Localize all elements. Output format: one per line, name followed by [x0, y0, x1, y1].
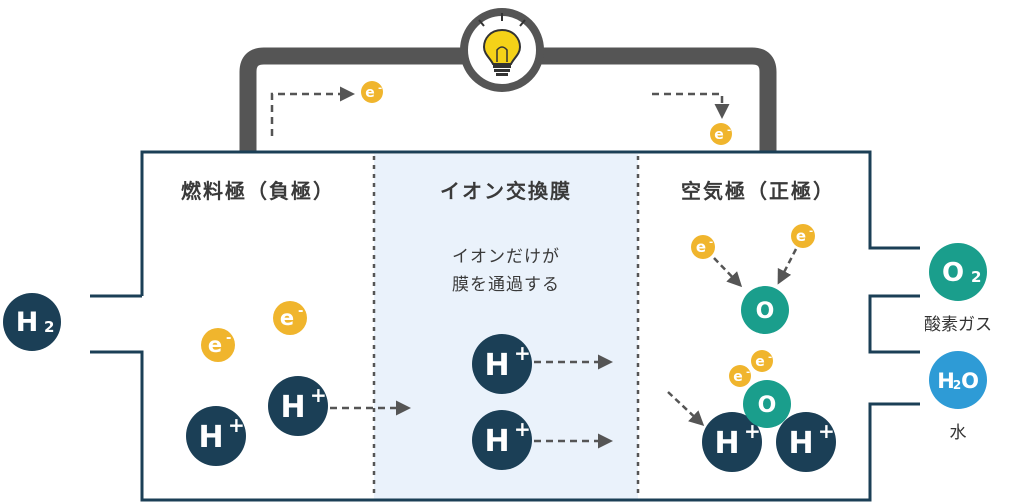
- svg-text:-: -: [809, 226, 813, 237]
- anode-heading: 燃料極（負極）: [181, 179, 335, 203]
- svg-text:+: +: [514, 341, 531, 365]
- svg-text:+: +: [228, 413, 245, 437]
- electron-particle: e -: [710, 123, 732, 145]
- svg-text:e: e: [796, 227, 806, 245]
- membrane-note-line2: 膜を通過する: [452, 275, 560, 295]
- svg-text:2: 2: [971, 268, 981, 286]
- oxygen-atom: O: [743, 380, 791, 428]
- electron-particle: e -: [729, 365, 751, 387]
- svg-text:-: -: [727, 125, 731, 136]
- light-bulb-icon: [460, 8, 544, 92]
- svg-text:O: O: [942, 258, 964, 288]
- electron-flow-arrow-right: [652, 92, 730, 119]
- oxygen-atom: O: [741, 286, 789, 334]
- svg-text:2: 2: [953, 378, 961, 392]
- svg-text:H: H: [937, 369, 955, 393]
- svg-text:O: O: [961, 369, 979, 393]
- svg-text:e: e: [208, 333, 222, 357]
- svg-text:H: H: [198, 420, 223, 455]
- svg-text:-: -: [768, 352, 772, 363]
- electron-flow-arrow: [777, 248, 798, 285]
- svg-text:H: H: [714, 426, 739, 461]
- svg-text:H: H: [788, 426, 813, 461]
- svg-text:2: 2: [44, 318, 54, 336]
- svg-text:-: -: [298, 304, 303, 319]
- water-label: 水: [950, 423, 967, 443]
- svg-text:-: -: [378, 83, 382, 94]
- proton-particle: H +: [186, 406, 246, 466]
- cathode-heading: 空気極（正極）: [681, 179, 835, 203]
- svg-text:+: +: [310, 383, 327, 407]
- svg-text:H: H: [16, 307, 39, 338]
- svg-text:e: e: [733, 369, 743, 385]
- svg-text:H: H: [280, 390, 305, 425]
- svg-text:e: e: [755, 354, 765, 370]
- svg-text:H: H: [484, 348, 509, 383]
- proton-flow-arrow: [667, 391, 705, 427]
- svg-text:O: O: [758, 393, 777, 418]
- electron-particle: e -: [691, 235, 715, 259]
- membrane-heading: イオン交換膜: [440, 179, 572, 203]
- oxygen-gas-label: 酸素ガス: [924, 315, 992, 335]
- svg-text:e: e: [280, 306, 294, 330]
- electron-particle: e -: [201, 328, 235, 362]
- svg-text:-: -: [709, 237, 713, 248]
- svg-text:e: e: [714, 127, 724, 143]
- electron-flow-arrow-left: [270, 86, 355, 136]
- electron-particle: e -: [791, 224, 815, 248]
- electron-particle: e -: [751, 350, 773, 372]
- svg-text:e: e: [365, 85, 375, 101]
- hydrogen-molecule: H 2: [3, 293, 61, 351]
- electron-flow-arrow: [713, 257, 743, 288]
- proton-particle: H +: [268, 376, 328, 436]
- svg-text:-: -: [226, 331, 231, 346]
- svg-text:e: e: [696, 238, 706, 256]
- svg-text:-: -: [746, 367, 750, 378]
- oxygen-molecule: O 2: [929, 243, 987, 301]
- svg-text:O: O: [756, 299, 775, 324]
- proton-particle: H +: [776, 412, 836, 472]
- svg-text:H: H: [484, 424, 509, 459]
- proton-particle: H +: [472, 334, 532, 394]
- water-molecule: H 2 O: [929, 351, 987, 409]
- svg-text:+: +: [818, 419, 835, 443]
- cell-frame: [90, 150, 920, 502]
- electron-particle: e -: [361, 81, 383, 103]
- membrane-note-line1: イオンだけが: [452, 247, 560, 267]
- proton-particle: H +: [472, 410, 532, 470]
- svg-text:+: +: [514, 417, 531, 441]
- electron-particle: e -: [273, 301, 307, 335]
